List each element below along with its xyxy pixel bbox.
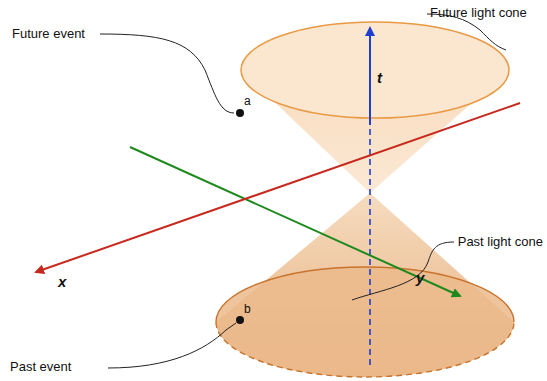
axis-label: x — [58, 274, 66, 291]
past-event-dot — [236, 316, 244, 324]
axis-label: y — [416, 270, 424, 287]
future-event-dot — [236, 109, 244, 117]
event-label: Past event — [10, 360, 71, 374]
past-cone — [216, 193, 514, 377]
x-axis — [36, 103, 520, 272]
cone-label: Future light cone — [430, 6, 527, 20]
event-name: b — [244, 303, 251, 316]
future-cone-top — [241, 22, 509, 118]
t-axis-hidden — [369, 125, 371, 365]
past-cone-base — [216, 267, 514, 377]
future-cone — [241, 22, 509, 193]
t-axis — [369, 28, 371, 125]
axis-label: t — [377, 70, 382, 87]
leader-line — [108, 323, 236, 368]
past-cone-front-edge — [216, 267, 514, 322]
leader-line — [100, 34, 234, 113]
leader-line — [352, 242, 454, 300]
event-label: Future event — [12, 27, 85, 41]
cone-label: Past light cone — [458, 235, 543, 249]
event-name: a — [244, 95, 251, 108]
past-cone-back-edge — [216, 322, 514, 377]
